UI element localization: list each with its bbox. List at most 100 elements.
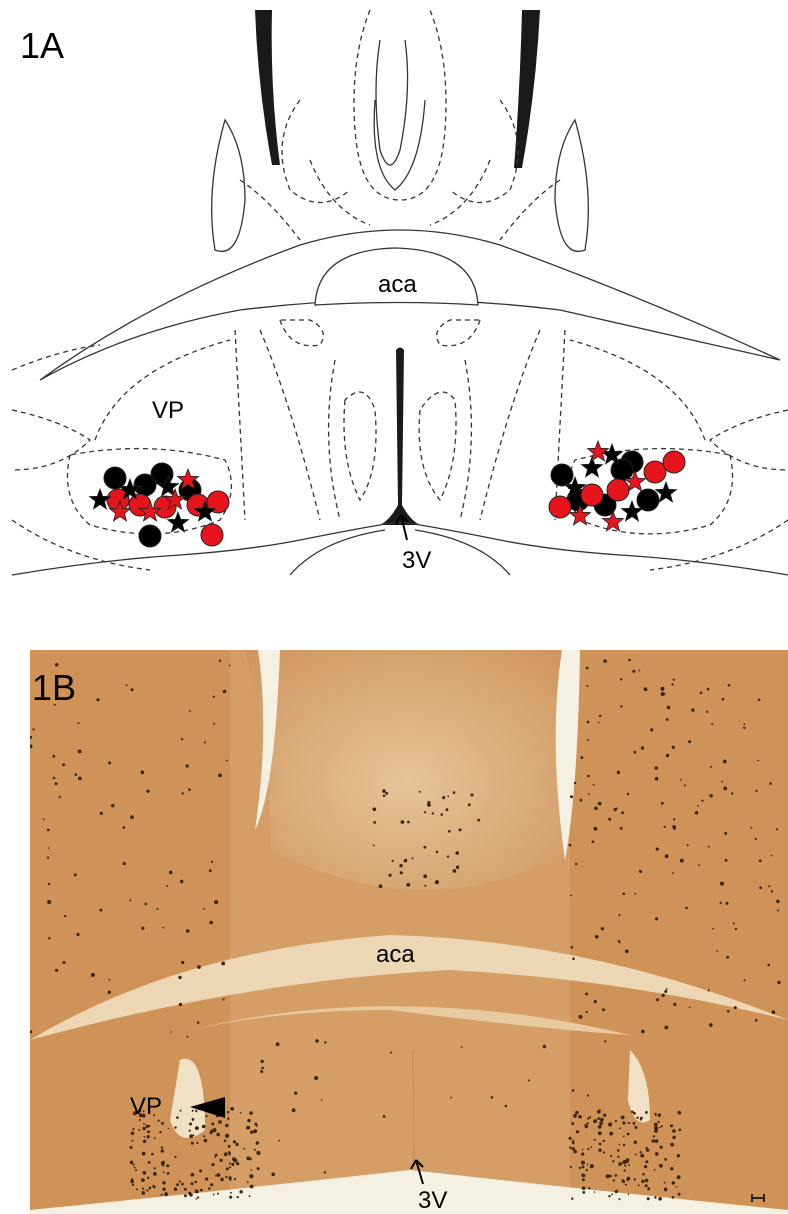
cell-dot <box>179 1003 182 1006</box>
cell-dot <box>616 807 618 809</box>
cell-dot <box>673 827 676 830</box>
cell-dot <box>182 792 184 794</box>
cell-dot <box>145 903 148 906</box>
cell-dot <box>130 815 134 819</box>
cell-dot <box>47 900 51 904</box>
cell-dot <box>728 684 731 687</box>
cell-dot <box>192 1118 195 1121</box>
cell-dot <box>727 1010 730 1013</box>
cell-dot <box>571 1198 573 1200</box>
cell-dot <box>188 788 191 791</box>
cell-dot <box>645 1147 647 1149</box>
cell-dot <box>203 908 205 910</box>
cell-dot <box>734 1006 737 1009</box>
cell-dot <box>205 1115 207 1117</box>
cell-dot <box>227 1111 229 1113</box>
cell-dot <box>697 805 699 807</box>
red-circle-marker <box>644 461 666 483</box>
third-ventricle-label-b: 3V <box>418 1187 447 1214</box>
cell-dot <box>271 1173 275 1177</box>
cell-dot <box>254 1123 257 1126</box>
cell-dot <box>43 818 45 820</box>
cell-dot <box>180 1110 182 1112</box>
cell-dot <box>184 1188 187 1191</box>
black-circle-marker <box>637 489 659 511</box>
cell-dot <box>435 880 439 884</box>
cell-dot <box>618 940 620 942</box>
cell-dot <box>771 855 773 857</box>
cell-dot <box>236 1162 239 1165</box>
cell-dot <box>582 1191 585 1194</box>
cell-dot <box>664 990 667 993</box>
cell-dot <box>146 1125 149 1128</box>
cell-dot <box>576 1130 579 1133</box>
cell-dot <box>389 874 392 877</box>
cell-dot <box>701 800 703 802</box>
cell-dot <box>594 827 598 831</box>
cell-dot <box>133 1164 135 1166</box>
cell-dot <box>627 793 629 795</box>
cell-dot <box>441 813 444 816</box>
cell-dot <box>665 854 669 858</box>
cell-dot <box>634 893 636 895</box>
cell-dot <box>755 1019 758 1022</box>
cell-dot <box>570 1166 572 1168</box>
cell-dot <box>204 1139 208 1143</box>
cell-dot <box>573 1114 577 1118</box>
cell-dot <box>209 869 212 872</box>
cell-dot <box>652 1139 655 1142</box>
cell-dot <box>720 882 724 886</box>
cell-dot <box>240 1190 243 1193</box>
cell-dot <box>684 785 686 787</box>
cell-dot <box>587 721 590 724</box>
cell-dot <box>190 1194 192 1196</box>
cell-dot <box>691 708 694 711</box>
cell-dot <box>461 1046 463 1048</box>
cell-dot <box>217 1193 219 1195</box>
cell-dot <box>174 1156 176 1158</box>
cell-dot <box>627 1133 630 1136</box>
cell-dot <box>661 1125 663 1127</box>
cell-dot <box>598 722 600 724</box>
cell-dot <box>581 1174 585 1178</box>
cell-dot <box>191 1173 195 1177</box>
cell-dot <box>666 988 668 990</box>
cell-dot <box>603 659 607 663</box>
cell-dot <box>203 1135 205 1137</box>
cell-dot <box>161 1122 164 1125</box>
cell-dot <box>257 1167 260 1170</box>
cell-dot <box>670 1167 673 1170</box>
cell-dot <box>654 1113 656 1115</box>
cell-dot <box>599 1109 601 1111</box>
cell-dot <box>156 908 158 910</box>
cell-dot <box>569 844 572 847</box>
cell-dot <box>232 1157 236 1161</box>
red-circle-marker <box>549 496 571 518</box>
cell-dot <box>47 856 49 858</box>
cell-dot <box>723 760 727 764</box>
cell-dot <box>247 1119 250 1122</box>
cell-dot <box>755 838 757 840</box>
cell-dot <box>229 1176 232 1179</box>
cell-dot <box>673 1003 676 1006</box>
cell-dot <box>586 685 588 687</box>
cell-dot <box>468 803 471 806</box>
cell-dot <box>631 1111 634 1114</box>
cell-dot <box>131 1132 135 1136</box>
cell-dot <box>411 857 413 859</box>
micrograph-panel: 1B aca VP 3V <box>30 650 788 1214</box>
cell-dot <box>169 871 173 875</box>
cell-dot <box>659 1127 661 1129</box>
cell-dot <box>733 922 735 924</box>
cell-dot <box>136 1188 138 1190</box>
cell-dot <box>167 1172 170 1175</box>
cell-dot <box>235 1143 238 1146</box>
cell-dot <box>664 826 666 828</box>
cell-dot <box>598 802 602 806</box>
cell-dot <box>240 1112 242 1114</box>
cell-dot <box>224 1152 228 1156</box>
cell-dot <box>570 795 573 798</box>
cell-dot <box>688 740 691 743</box>
cell-dot <box>672 1181 675 1184</box>
cell-dot <box>108 991 111 994</box>
